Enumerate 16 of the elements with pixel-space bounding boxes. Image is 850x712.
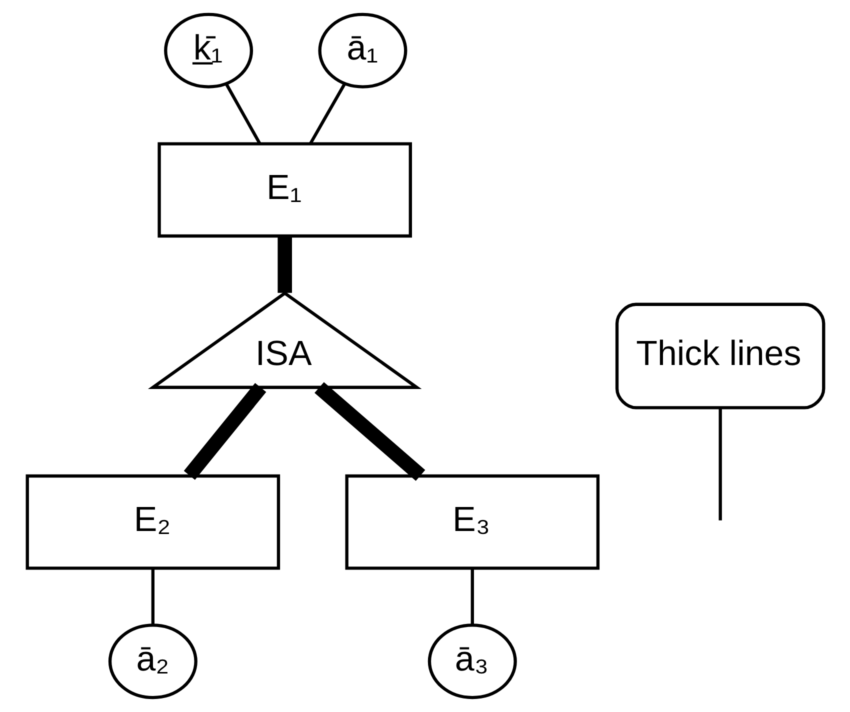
connector (277, 236, 292, 293)
connector (470, 568, 474, 626)
node-ellipse: ā₁ (318, 12, 407, 88)
connector (314, 382, 425, 481)
node-ellipse: k̲̄₁ (164, 12, 253, 88)
node-ellipse: ā₃ (427, 624, 516, 700)
node-box: Thick lines (614, 302, 825, 410)
connector (718, 408, 722, 520)
connector (224, 83, 261, 144)
connector (150, 568, 154, 626)
node-box: E₃ (344, 474, 600, 570)
node-ellipse: ā₂ (108, 624, 197, 700)
connector (308, 83, 346, 144)
node-box: E₂ (25, 474, 280, 570)
connector (183, 382, 266, 480)
node-box: E₁ (157, 142, 412, 238)
